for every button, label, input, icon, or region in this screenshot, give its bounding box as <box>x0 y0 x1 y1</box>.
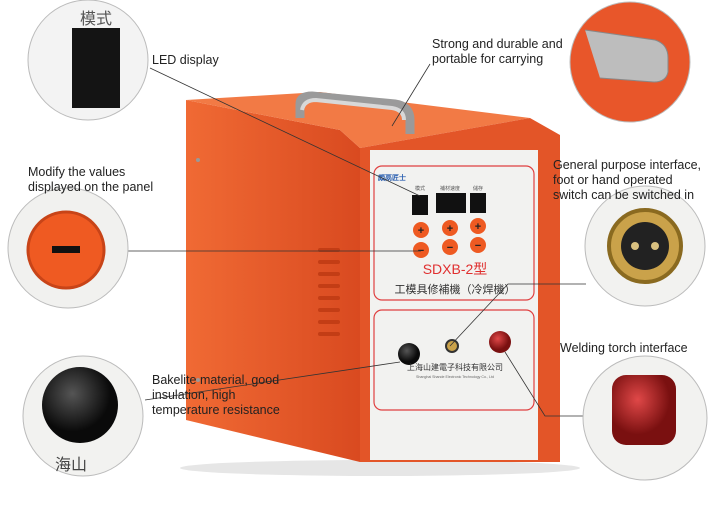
svg-text:模式: 模式 <box>80 10 112 28</box>
inset-minus-button <box>7 187 129 309</box>
svg-text:−: − <box>447 242 453 254</box>
display-label-mode: 模式 <box>415 185 425 192</box>
svg-text:+: + <box>418 225 424 237</box>
torch-connector <box>489 331 511 353</box>
upper-panel-frame <box>373 165 535 301</box>
callout-welding-torch: Welding torch interface <box>560 341 688 355</box>
inset-handle <box>569 1 691 123</box>
inset-led: 模式 <box>27 0 149 121</box>
led-display-store <box>470 193 486 213</box>
inset-torch-knob <box>582 355 708 481</box>
model-label: SDXB-2型 <box>423 261 488 277</box>
bakelite-connector <box>398 343 420 365</box>
svg-text:+: + <box>447 223 453 235</box>
svg-text:海山: 海山 <box>55 456 87 474</box>
lower-panel-frame <box>373 309 535 411</box>
led-display-speed <box>436 193 466 213</box>
company-cn: 上海山建電子科技有限公司 <box>407 362 503 372</box>
shadow <box>180 460 580 476</box>
company-en: Shanghai Shande Electronic Technology Co… <box>416 375 494 379</box>
general-interface-socket <box>445 339 459 353</box>
inset-interface-socket <box>584 185 706 307</box>
machine-name: 工模具修補機（冷焊機） <box>395 282 516 296</box>
svg-text:+: + <box>475 221 481 233</box>
display-label-speed: 補材速度 <box>440 185 460 192</box>
callout-led-display: LED display <box>152 53 219 67</box>
display-label-store: 儲存 <box>473 185 483 192</box>
brand-logo: 頗鬲匠士 <box>378 173 406 182</box>
inset-bakelite-knob: 海山 <box>22 355 144 477</box>
led-display-mode <box>412 195 428 215</box>
svg-text:−: − <box>475 240 481 252</box>
handle <box>295 91 415 134</box>
callout-general-interface: General purpose interface,foot or hand o… <box>553 158 702 202</box>
leader-lines <box>128 63 586 417</box>
